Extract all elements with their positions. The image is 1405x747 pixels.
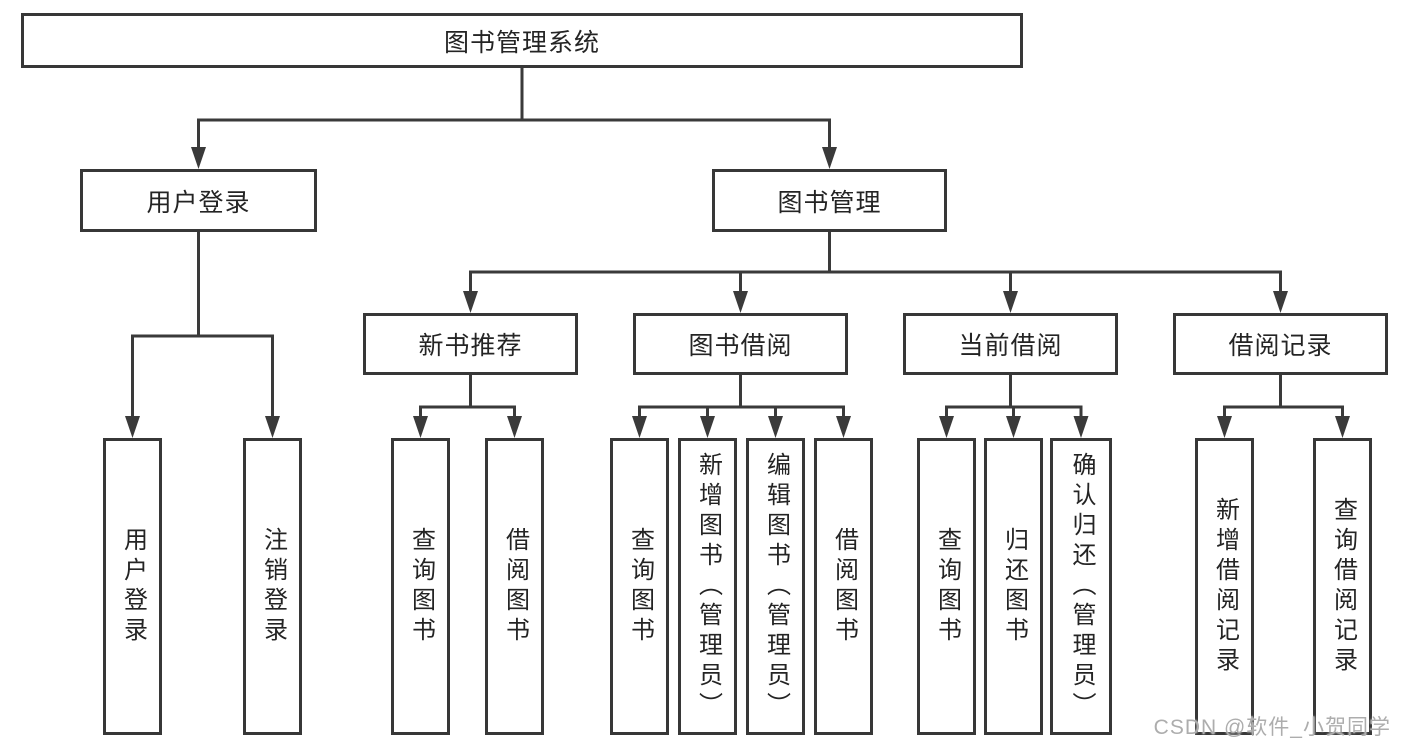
node-user-login: 用户登录 xyxy=(80,169,317,232)
node-label: 用户登录 xyxy=(146,188,251,217)
node-book-management: 图书管理 xyxy=(712,169,947,232)
node-current-return-books: 归还图书 xyxy=(984,438,1043,735)
node-label: 当前借阅 xyxy=(958,332,1063,360)
node-borrowing-records: 借阅记录 xyxy=(1173,313,1388,375)
node-label: 新书推荐 xyxy=(418,332,523,360)
node-records-query-record: 查询借阅记录 xyxy=(1313,438,1372,735)
node-borrowing-query-books: 查询图书 xyxy=(610,438,669,735)
node-label: 新增图书（管理员） xyxy=(694,451,722,722)
node-borrowing-add-books-admin: 新增图书（管理员） xyxy=(678,438,737,735)
node-label: 编辑图书（管理员） xyxy=(762,451,790,722)
node-current-borrowing: 当前借阅 xyxy=(903,313,1118,375)
node-records-add-record: 新增借阅记录 xyxy=(1195,438,1254,735)
node-label: 图书管理系统 xyxy=(443,28,600,57)
node-book-borrowing: 图书借阅 xyxy=(633,313,848,375)
node-label: 借阅记录 xyxy=(1228,332,1333,360)
node-current-confirm-return-admin: 确认归还（管理员） xyxy=(1050,438,1112,735)
node-label: 借阅图书 xyxy=(501,526,529,647)
node-newbooks-borrow-books: 借阅图书 xyxy=(485,438,544,735)
node-label: 查询图书 xyxy=(407,526,435,647)
node-label: 借阅图书 xyxy=(830,526,858,647)
node-label: 查询图书 xyxy=(626,526,654,647)
node-label: 新增借阅记录 xyxy=(1211,496,1239,677)
node-newbooks-query-books: 查询图书 xyxy=(391,438,450,735)
node-label: 归还图书 xyxy=(1000,526,1028,647)
node-label: 用户登录 xyxy=(119,526,147,647)
node-label: 注销登录 xyxy=(259,526,287,647)
node-label: 查询借阅记录 xyxy=(1329,496,1357,677)
node-borrowing-edit-books-admin: 编辑图书（管理员） xyxy=(746,438,805,735)
node-label: 图书管理 xyxy=(777,188,882,217)
node-logout-action: 注销登录 xyxy=(243,438,302,735)
watermark: CSDN @软件_小贺同学 xyxy=(1153,716,1391,739)
node-label: 图书借阅 xyxy=(688,332,793,360)
node-label: 确认归还（管理员） xyxy=(1068,451,1095,722)
node-root: 图书管理系统 xyxy=(21,13,1023,68)
node-new-book-recommendation: 新书推荐 xyxy=(363,313,578,375)
node-label: 查询图书 xyxy=(933,526,961,647)
node-current-query-books: 查询图书 xyxy=(917,438,976,735)
node-user-login-action: 用户登录 xyxy=(103,438,162,735)
node-borrowing-borrow-books: 借阅图书 xyxy=(814,438,873,735)
